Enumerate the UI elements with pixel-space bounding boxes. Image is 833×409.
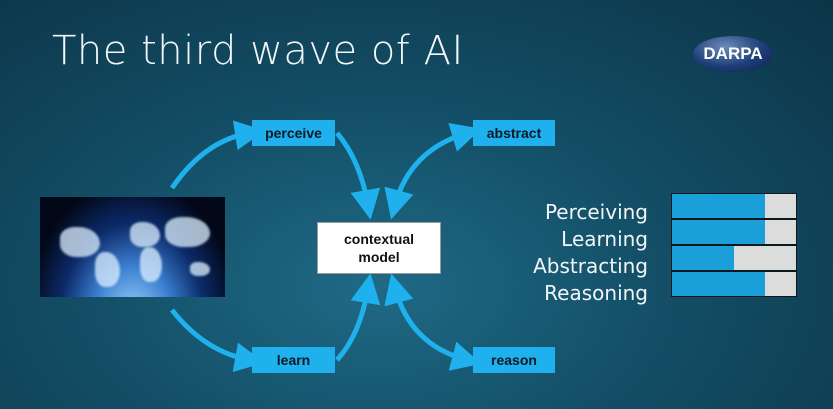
arrow-learn-to-model: [335, 273, 381, 362]
bar-fill: [672, 220, 765, 244]
learn-box: learn: [252, 347, 335, 373]
capability-label: Perceiving: [544, 200, 648, 224]
globe-image: [40, 197, 225, 297]
capability-bar: [672, 220, 796, 244]
arrow-model-abstract: [384, 122, 482, 220]
capability-label: Learning: [561, 227, 648, 251]
arrow-globe-to-learn: [170, 308, 265, 373]
reason-box: reason: [473, 347, 555, 373]
bar-fill: [672, 194, 765, 218]
perceive-box: perceive: [252, 120, 335, 146]
arrow-perceive-to-model: [335, 131, 381, 220]
center-line2: model: [358, 249, 400, 265]
bar-fill: [672, 246, 734, 270]
bar-fill: [672, 272, 765, 296]
contextual-model-box: contextual model: [317, 222, 441, 274]
slide-title: The third wave of AI: [52, 28, 464, 74]
capability-bar: [672, 194, 796, 218]
arrow-model-reason: [384, 273, 482, 371]
capability-label: Abstracting: [533, 254, 648, 278]
capability-bar: [672, 246, 796, 270]
arrow-globe-to-perceive: [169, 120, 265, 190]
capability-labels: Perceiving Learning Abstracting Reasonin…: [533, 199, 648, 307]
capability-bar: [672, 272, 796, 296]
capability-label: Reasoning: [544, 281, 648, 305]
capability-bars: [671, 193, 797, 297]
darpa-logo: DARPA: [693, 36, 773, 72]
abstract-box: abstract: [473, 120, 555, 146]
center-line1: contextual: [343, 231, 414, 247]
